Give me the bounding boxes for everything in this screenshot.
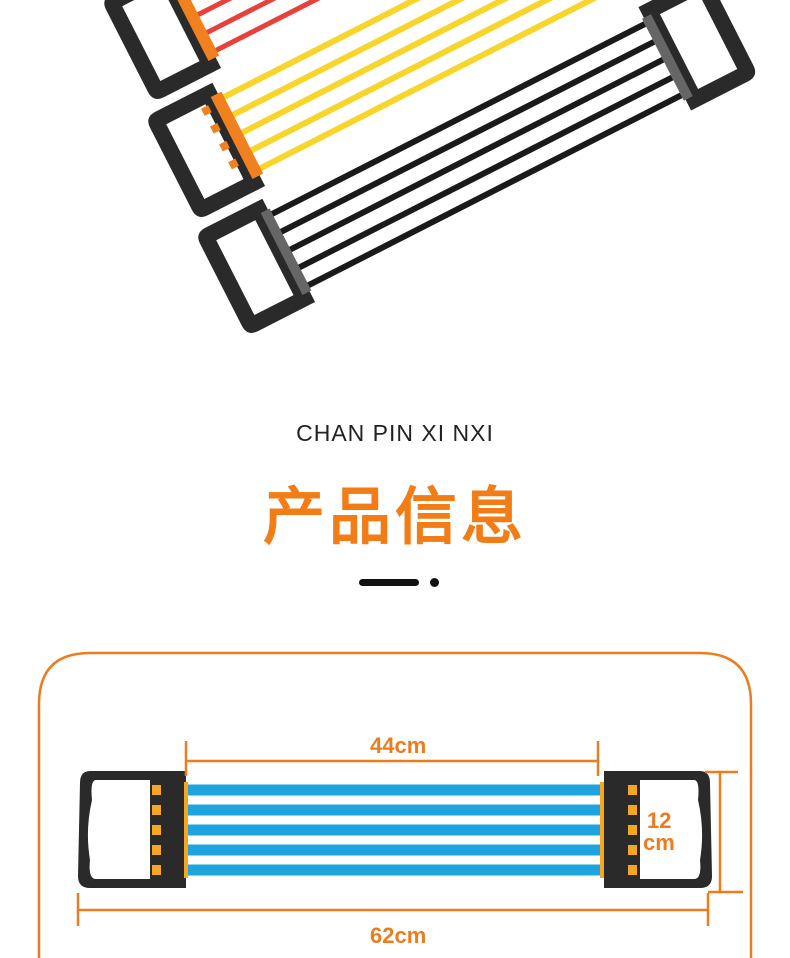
section-title: 产品信息: [262, 480, 527, 553]
total-length-label: 62cm: [370, 923, 427, 948]
yellow-expander: [144, 0, 731, 221]
red-expander: [100, 0, 651, 103]
handle-height-unit: cm: [643, 830, 675, 855]
handle-height-value: 12: [647, 808, 672, 833]
product-hero-image: [100, 0, 759, 337]
divider-bar: [359, 579, 419, 586]
blue-expander: [78, 771, 712, 888]
divider-dot: [430, 578, 439, 587]
black-expander: [194, 0, 759, 337]
frame-border: [37, 651, 753, 958]
dimension-diagram: [37, 651, 753, 958]
section-subtitle: CHAN PIN XI NXI: [296, 420, 494, 446]
cable-length-label: 44cm: [370, 733, 427, 758]
